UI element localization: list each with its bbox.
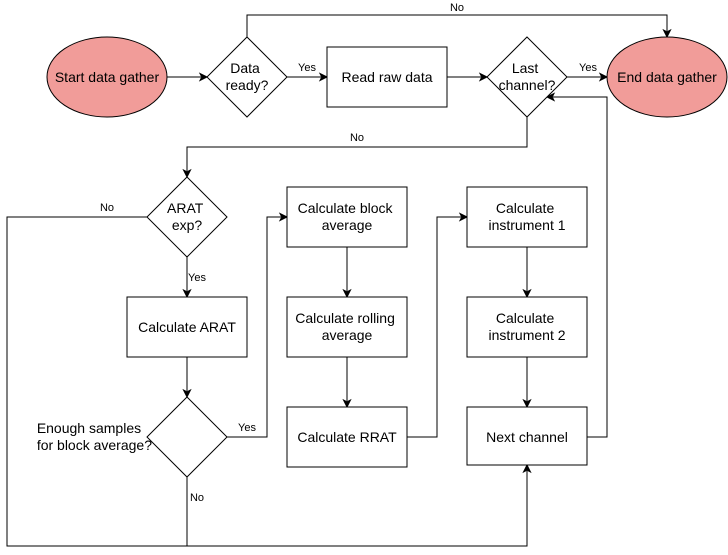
last-channel-label-line: Last (512, 60, 539, 76)
edge-last-channel-no (186, 117, 528, 171)
calc-rrat-label: Calculate RRAT (297, 429, 397, 445)
end-label: End data gather (617, 69, 717, 85)
edge-label-last-channel-no: No (350, 132, 364, 144)
enough-samples-label: Enough samples for block average? (37, 420, 152, 453)
read-raw-data-label: Read raw data (341, 69, 432, 85)
calc-arat-label-line: Calculate ARAT (138, 319, 236, 335)
enough-samples-decision: Enough samples for block average? (37, 396, 228, 478)
arrowhead (522, 463, 532, 474)
arat-exp-label-line: exp? (172, 217, 203, 233)
arrowhead (342, 288, 352, 299)
arrowhead (182, 388, 192, 399)
calc-rolling-average-label-line: Calculate rolling (295, 310, 395, 326)
arrowhead (182, 168, 192, 179)
next-channel-label: Next channel (486, 429, 568, 445)
calc-instrument-2-label: Calculate instrument 2 (488, 310, 565, 343)
read-raw-data-label-line: Read raw data (341, 69, 432, 85)
calc-instrument-1-process: Calculate instrument 1 (466, 186, 588, 248)
arat-exp-decision: ARAT exp? (146, 176, 228, 258)
calc-rolling-average-label: Calculate rolling average (295, 310, 399, 343)
arrowhead (522, 288, 532, 299)
calc-rolling-average-process: Calculate rolling average (286, 296, 408, 358)
edge-next-to-last-channel (553, 96, 608, 438)
start-label: Start data gather (55, 69, 160, 85)
arrowhead (598, 72, 609, 82)
arrowhead (318, 72, 329, 82)
calc-arat-process: Calculate ARAT (126, 296, 248, 358)
read-raw-data-process: Read raw data (326, 46, 448, 108)
edge-label-arat-yes: Yes (188, 272, 206, 284)
data-ready-label-line: Data (230, 60, 260, 76)
calc-rrat-label-line: Calculate RRAT (297, 429, 397, 445)
arrowhead (545, 92, 556, 102)
calc-instrument-2-label-line: Calculate (496, 310, 555, 326)
end-label-line: End data gather (617, 69, 717, 85)
edge-labels: No Yes Yes No No Yes Yes No (100, 2, 597, 504)
arrowhead (278, 212, 289, 222)
calc-arat-label: Calculate ARAT (138, 319, 236, 335)
edge-arat-no (6, 216, 528, 547)
arrowhead (458, 212, 469, 222)
enough-samples-label-line: Enough samples (37, 420, 141, 436)
edge-label-data-ready-no: No (450, 2, 464, 14)
enough-samples-label-line: for block average? (37, 437, 152, 453)
calc-block-average-label: Calculate block average (298, 200, 397, 233)
edge-label-data-ready-yes: Yes (298, 62, 316, 74)
edge-label-enough-yes: Yes (238, 422, 256, 434)
start-label-line: Start data gather (55, 69, 160, 85)
last-channel-label: Last channel? (499, 60, 556, 93)
arrowhead (662, 28, 672, 39)
edges (6, 14, 672, 547)
start-node: Start data gather (46, 36, 168, 118)
calc-rrat-process: Calculate RRAT (286, 406, 408, 468)
calc-block-average-process: Calculate block average (286, 186, 408, 248)
next-channel-process: Next channel (466, 406, 588, 466)
calc-instrument-2-process: Calculate instrument 2 (466, 296, 588, 358)
calc-rolling-average-label-line: average (322, 327, 373, 343)
calc-instrument-1-label: Calculate instrument 1 (488, 200, 565, 233)
calc-instrument-1-label-line: instrument 1 (488, 217, 565, 233)
arat-exp-label-line: ARAT (167, 200, 204, 216)
calc-instrument-2-label-line: instrument 2 (488, 327, 565, 343)
arat-exp-label: ARAT exp? (167, 200, 207, 233)
edge-rrat-to-inst1 (407, 216, 461, 438)
last-channel-decision: Last channel? (486, 36, 568, 118)
edge-data-ready-no (246, 14, 668, 37)
calc-block-average-label-line: Calculate block (298, 200, 394, 216)
data-ready-decision: Data ready? (206, 36, 288, 118)
arrowhead (522, 398, 532, 409)
next-channel-label-line: Next channel (486, 429, 568, 445)
data-ready-label-line: ready? (226, 77, 269, 93)
arrowhead (182, 288, 192, 299)
data-ready-label: Data ready? (226, 60, 269, 93)
last-channel-label-line: channel? (499, 77, 556, 93)
edge-label-arat-no: No (100, 202, 114, 214)
end-node: End data gather (606, 36, 728, 118)
arrowhead (198, 72, 209, 82)
arrowhead (342, 398, 352, 409)
edge-label-last-channel-yes: Yes (579, 62, 597, 74)
edge-enough-yes (227, 216, 281, 438)
arrowhead (478, 72, 489, 82)
edge-label-enough-no: No (190, 492, 204, 504)
calc-instrument-1-label-line: Calculate (496, 200, 555, 216)
calc-block-average-label-line: average (322, 217, 373, 233)
